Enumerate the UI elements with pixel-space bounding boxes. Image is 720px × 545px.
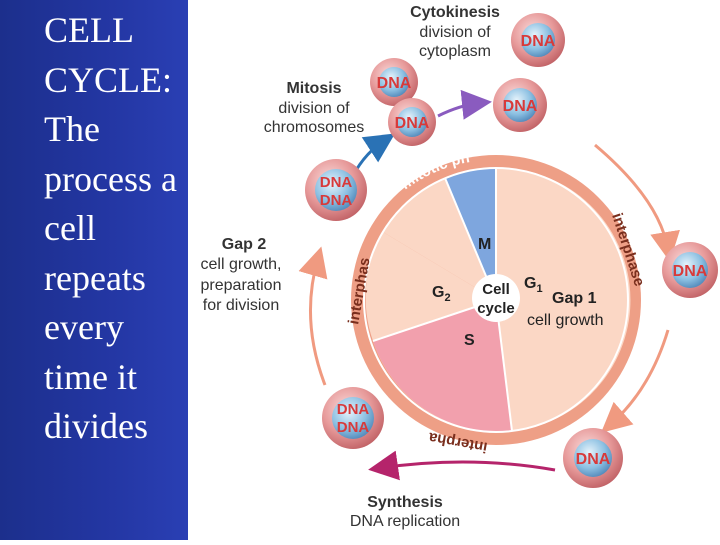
gap2-line3: for division bbox=[203, 297, 279, 314]
gap2-line2: preparation bbox=[201, 277, 282, 294]
mitosis-line1: division of bbox=[278, 100, 350, 117]
synthesis-title: Synthesis bbox=[367, 494, 443, 511]
gap1-description: cell growth bbox=[527, 312, 603, 329]
svg-text:DNA: DNA bbox=[337, 419, 370, 436]
s-wedge bbox=[373, 300, 512, 432]
cell-cycle-figure: Cell cycle M G2 G1 S Gap 1 cell growth m… bbox=[188, 0, 720, 540]
slide-title: CELL CYCLE: The process a cell repeats e… bbox=[44, 10, 177, 446]
svg-text:DNA: DNA bbox=[395, 115, 430, 132]
phase-g1-label: G1 bbox=[524, 275, 543, 295]
mitosis-line2: chromosomes bbox=[264, 119, 364, 136]
center-label-cell: Cell bbox=[482, 281, 510, 298]
cell-gap2-top: DNA DNA bbox=[305, 159, 367, 221]
cytokinesis-line1: division of bbox=[419, 24, 491, 41]
cell-cycle-center bbox=[472, 274, 520, 322]
cytokinesis-line2: cytoplasm bbox=[419, 43, 491, 60]
cell-synthesis: DNA bbox=[563, 428, 623, 488]
phase-g2-label: G2 bbox=[432, 284, 451, 304]
cell-gap1: DNA bbox=[662, 242, 718, 298]
gap2-title: Gap 2 bbox=[222, 236, 267, 253]
cell-after-division: DNA bbox=[493, 78, 547, 132]
cell-cycle-diagram: Cell cycle M G2 G1 S Gap 1 cell growth m… bbox=[201, 4, 718, 530]
phase-s-label: S bbox=[464, 332, 475, 349]
cytokinesis-title: Cytokinesis bbox=[410, 4, 500, 21]
svg-text:DNA: DNA bbox=[503, 98, 538, 115]
synthesis-line1: DNA replication bbox=[350, 513, 460, 530]
svg-text:DNA: DNA bbox=[337, 401, 370, 418]
svg-text:DNA: DNA bbox=[521, 33, 556, 50]
mitosis-title: Mitosis bbox=[286, 80, 341, 97]
center-label-cycle: cycle bbox=[477, 300, 515, 317]
arrow-to-gap2 bbox=[298, 246, 328, 386]
gap1-title: Gap 1 bbox=[552, 290, 597, 307]
svg-text:DNA: DNA bbox=[320, 174, 353, 191]
cell-mitosis-bottom: DNA bbox=[388, 98, 436, 146]
arrow-synthesis bbox=[368, 450, 556, 481]
g2-wedge bbox=[365, 232, 496, 341]
svg-text:DNA: DNA bbox=[320, 192, 353, 209]
cell-gap2-bottom: DNA DNA bbox=[322, 387, 384, 449]
arrow-to-gap1 bbox=[594, 143, 680, 262]
phase-m-label: M bbox=[478, 236, 491, 253]
gap2-line1: cell growth, bbox=[201, 256, 282, 273]
arrow-to-synthesis bbox=[600, 329, 670, 433]
svg-text:DNA: DNA bbox=[576, 451, 611, 468]
svg-text:DNA: DNA bbox=[673, 263, 708, 280]
cell-cytokinesis: DNA bbox=[511, 13, 565, 67]
arrow-to-cytokinesis bbox=[437, 89, 492, 120]
cell-mitosis-top: DNA bbox=[370, 58, 418, 106]
title-panel: CELL CYCLE: The process a cell repeats e… bbox=[0, 0, 188, 540]
g2-wedge-upper bbox=[383, 178, 496, 300]
svg-text:DNA: DNA bbox=[377, 75, 412, 92]
